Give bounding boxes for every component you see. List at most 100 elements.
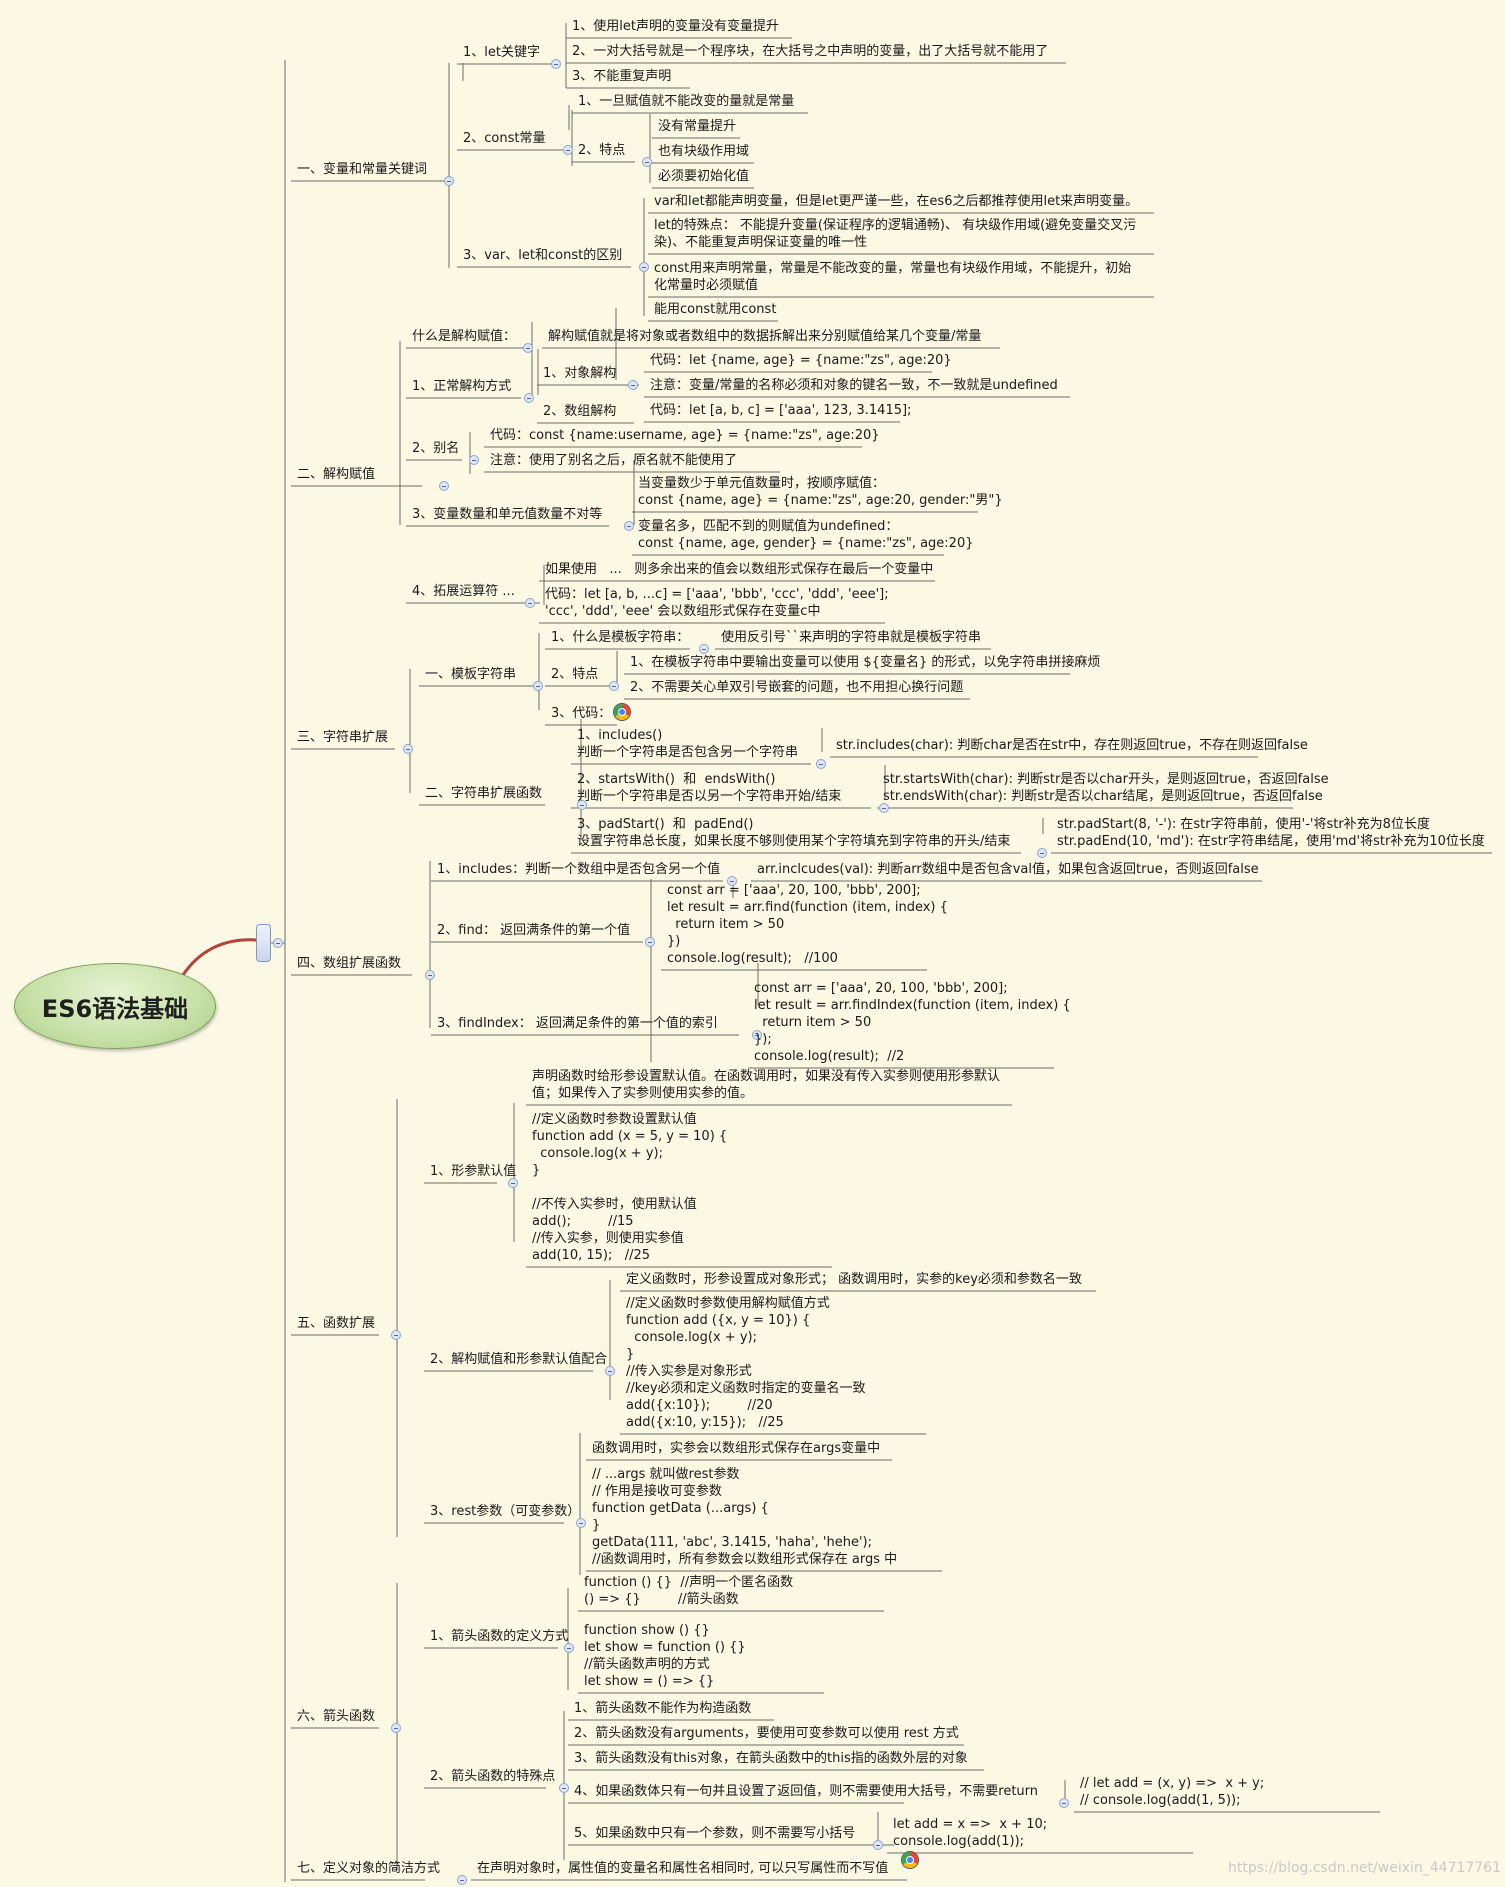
collapse-button-36[interactable] bbox=[699, 644, 709, 654]
topic-30[interactable]: 变量名多，匹配不到的则赋值为undefined： const {name, ag… bbox=[638, 519, 974, 551]
topic-76[interactable]: 5、如果函数中只有一个参数，则不需要写小括号 bbox=[574, 1826, 856, 1841]
topic-0[interactable]: 一、变量和常量关键词 bbox=[297, 162, 428, 177]
collapse-button-56[interactable] bbox=[391, 1330, 401, 1340]
topic-42[interactable]: 二、字符串扩展函数 bbox=[425, 786, 543, 801]
collapse-button-16[interactable] bbox=[439, 481, 449, 491]
collapse-button-49[interactable] bbox=[425, 970, 435, 980]
topic-44[interactable]: str.includes(char): 判断char是否在str中，存在则返回t… bbox=[836, 738, 1308, 753]
collapse-button-25[interactable] bbox=[469, 455, 479, 465]
topic-71[interactable]: 1、箭头函数不能作为构造函数 bbox=[574, 1701, 752, 1716]
topic-23[interactable]: 2、数组解构 bbox=[543, 404, 617, 419]
topic-9[interactable]: 也有块级作用域 bbox=[658, 144, 750, 159]
topic-28[interactable]: 3、变量数量和单元值数量不对等 bbox=[412, 507, 603, 522]
topic-78[interactable]: 七、定义对象的简洁方式 bbox=[297, 1861, 441, 1876]
topic-57[interactable]: 1、形参默认值 bbox=[430, 1164, 517, 1179]
topic-61[interactable]: 定义函数时，形参设置成对象形式； 函数调用时，实参的key必须和参数名一致 bbox=[626, 1272, 1082, 1287]
topic-79[interactable]: 在声明对象时，属性值的变量名和属性名相同时, 可以只写属性而不写值 bbox=[477, 1861, 889, 1876]
topic-75[interactable]: // let add = (x, y) => x + y; // console… bbox=[1080, 1776, 1265, 1808]
topic-49[interactable]: 四、数组扩展函数 bbox=[297, 956, 402, 971]
topic-41[interactable]: 3、代码： bbox=[551, 706, 612, 721]
collapse-button-50[interactable] bbox=[727, 876, 737, 886]
collapse-button-52[interactable] bbox=[645, 937, 655, 947]
topic-1[interactable]: 1、let关键字 bbox=[463, 45, 540, 60]
topic-34[interactable]: 三、字符串扩展 bbox=[297, 730, 389, 745]
collapse-button-0[interactable] bbox=[444, 176, 454, 186]
topic-5[interactable]: 2、const常量 bbox=[463, 131, 546, 146]
topic-11[interactable]: 3、var、let和const的区别 bbox=[463, 248, 623, 263]
collapse-button-57[interactable] bbox=[508, 1178, 518, 1188]
topic-48[interactable]: str.padStart(8, '-'): 在str字符串前，使用'-'将str… bbox=[1057, 817, 1485, 849]
collapse-button-11[interactable] bbox=[639, 262, 649, 272]
collapse-button-31[interactable] bbox=[525, 598, 535, 608]
collapse-button-54[interactable] bbox=[752, 1030, 762, 1040]
collapse-button-76[interactable] bbox=[873, 1840, 883, 1850]
topic-36[interactable]: 1、什么是模板字符串： bbox=[551, 630, 690, 645]
topic-2[interactable]: 1、使用let声明的变量没有变量提升 bbox=[572, 19, 779, 34]
topic-53[interactable]: const arr = ['aaa', 20, 100, 'bbb', 200]… bbox=[667, 883, 948, 966]
topic-45[interactable]: 2、startsWith() 和 endsWith() 判断一个字符串是否以另一… bbox=[577, 772, 842, 804]
topic-19[interactable]: 1、正常解构方式 bbox=[412, 379, 512, 394]
topic-54[interactable]: 3、findIndex： 返回满足条件的第一个值的索引 bbox=[437, 1016, 718, 1031]
topic-32[interactable]: 如果使用 ... 则多余出来的值会以数组形式保存在最后一个变量中 bbox=[545, 562, 934, 577]
topic-62[interactable]: //定义函数时参数使用解构赋值方式 function add ({x, y = … bbox=[626, 1296, 866, 1430]
topic-3[interactable]: 2、一对大括号就是一个程序块，在大括号之中声明的变量，出了大括号就不能用了 bbox=[572, 44, 1049, 59]
topic-17[interactable]: 什么是解构赋值： bbox=[412, 329, 517, 344]
topic-31[interactable]: 4、拓展运算符 ... bbox=[412, 584, 515, 599]
topic-67[interactable]: 1、箭头函数的定义方式 bbox=[430, 1629, 569, 1644]
topic-39[interactable]: 1、在模板字符串中要输出变量可以使用 ${变量名} 的形式，以免字符串拼接麻烦 bbox=[630, 655, 1101, 670]
topic-29[interactable]: 当变量数少于单元值数量时，按顺序赋值： const {name, age} = … bbox=[638, 476, 1003, 508]
topic-10[interactable]: 必须要初始化值 bbox=[658, 169, 750, 184]
code-image-icon[interactable] bbox=[614, 704, 630, 720]
topic-52[interactable]: 2、find： 返回满条件的第一个值 bbox=[437, 923, 631, 938]
topic-72[interactable]: 2、箭头函数没有arguments，要使用可变参数可以使用 rest 方式 bbox=[574, 1726, 959, 1741]
topic-38[interactable]: 2、特点 bbox=[551, 667, 599, 682]
collapse-button-28[interactable] bbox=[624, 521, 634, 531]
collapse-button-67[interactable] bbox=[564, 1643, 574, 1653]
topic-35[interactable]: 一、模板字符串 bbox=[425, 667, 517, 682]
topic-20[interactable]: 1、对象解构 bbox=[543, 366, 617, 381]
topic-18[interactable]: 解构赋值就是将对象或者数组中的数据拆解出来分别赋值给某几个变量/常量 bbox=[548, 329, 982, 344]
topic-43[interactable]: 1、includes() 判断一个字符串是否包含另一个字符串 bbox=[577, 728, 799, 760]
collapse-button-70[interactable] bbox=[559, 1783, 569, 1793]
topic-12[interactable]: var和let都能声明变量，但是let更严谨一些，在es6之后都推荐使用let来… bbox=[654, 194, 1139, 209]
topic-27[interactable]: 注意：使用了别名之后，原名就不能使用了 bbox=[490, 453, 738, 468]
topic-4[interactable]: 3、不能重复声明 bbox=[572, 69, 672, 84]
root-collapse-button[interactable] bbox=[273, 938, 283, 948]
topic-66[interactable]: 六、箭头函数 bbox=[297, 1709, 376, 1724]
topic-74[interactable]: 4、如果函数体只有一句并且设置了返回值，则不需要使用大括号，不需要return bbox=[574, 1784, 1039, 1799]
topic-69[interactable]: function show () {} let show = function … bbox=[584, 1623, 746, 1689]
collapse-button-19[interactable] bbox=[524, 393, 534, 403]
topic-51[interactable]: arr.inclcudes(val): 判断arr数组中是否包含val值，如果包… bbox=[757, 862, 1259, 877]
topic-16[interactable]: 二、解构赋值 bbox=[297, 467, 376, 482]
collapse-button-66[interactable] bbox=[391, 1723, 401, 1733]
topic-15[interactable]: 能用const就用const bbox=[654, 302, 777, 317]
collapse-button-63[interactable] bbox=[576, 1518, 586, 1528]
collapse-button-34[interactable] bbox=[403, 744, 413, 754]
collapse-button-78[interactable] bbox=[457, 1875, 467, 1885]
topic-37[interactable]: 使用反引号``来声明的字符串就是模板字符串 bbox=[721, 630, 982, 645]
collapse-button-20[interactable] bbox=[628, 380, 638, 390]
topic-59[interactable]: //定义函数时参数设置默认值 function add (x = 5, y = … bbox=[532, 1112, 728, 1263]
root-connector-hub[interactable] bbox=[256, 924, 271, 962]
topic-47[interactable]: 3、padStart() 和 padEnd() 设置字符串总长度，如果长度不够则… bbox=[577, 817, 1011, 849]
topic-70[interactable]: 2、箭头函数的特殊点 bbox=[430, 1769, 556, 1784]
topic-6[interactable]: 1、一旦赋值就不能改变的量就是常量 bbox=[578, 94, 795, 109]
topic-21[interactable]: 代码：let {name, age} = {name:"zs", age:20} bbox=[650, 353, 952, 368]
collapse-button-74[interactable] bbox=[1059, 1798, 1069, 1808]
collapse-button-60[interactable] bbox=[605, 1366, 615, 1376]
topic-14[interactable]: const用来声明常量，常量是不能改变的量，常量也有块级作用域，不能提升，初始 … bbox=[654, 261, 1132, 293]
topic-50[interactable]: 1、includes：判断一个数组中是否包含另一个值 bbox=[437, 862, 721, 877]
topic-8[interactable]: 没有常量提升 bbox=[658, 119, 737, 134]
collapse-button-7[interactable] bbox=[642, 157, 652, 167]
collapse-button-47[interactable] bbox=[1037, 848, 1047, 858]
topic-7[interactable]: 2、特点 bbox=[578, 143, 626, 158]
collapse-button-35[interactable] bbox=[533, 681, 543, 691]
topic-65[interactable]: // ...args 就叫做rest参数 // 作用是接收可变参数 functi… bbox=[592, 1467, 898, 1567]
collapse-button-1[interactable] bbox=[551, 59, 561, 69]
topic-26[interactable]: 代码：const {name:username, age} = {name:"z… bbox=[490, 428, 880, 443]
topic-64[interactable]: 函数调用时，实参会以数组形式保存在args变量中 bbox=[592, 1441, 881, 1456]
topic-55[interactable]: const arr = ['aaa', 20, 100, 'bbb', 200]… bbox=[754, 981, 1071, 1064]
root-topic[interactable]: ES6语法基础 bbox=[14, 963, 216, 1049]
topic-13[interactable]: let的特殊点： 不能提升变量(保证程序的逻辑通畅)、 有块级作用域(避免变量交… bbox=[654, 218, 1137, 250]
collapse-button-38[interactable] bbox=[609, 681, 619, 691]
